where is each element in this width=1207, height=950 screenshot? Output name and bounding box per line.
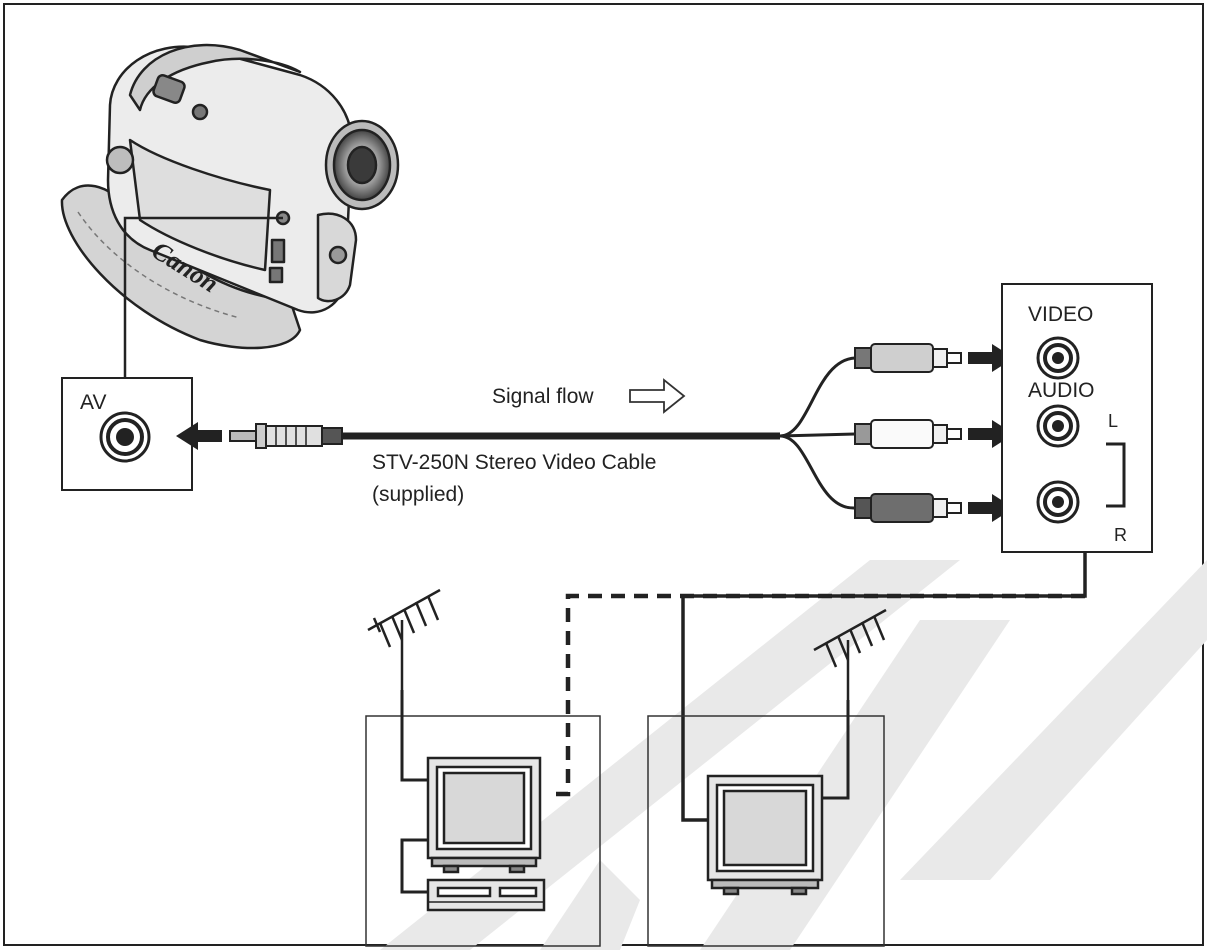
av-terminal-label: AV [80, 391, 107, 414]
vcr-icon [426, 878, 546, 912]
tv-with-vcr-icon [426, 756, 542, 874]
tv-setup-box [647, 715, 885, 947]
rca-plug-audio-right-icon [854, 493, 962, 523]
vcr-setup-box [365, 715, 601, 947]
tv-icon [706, 774, 824, 896]
antenna-cable [400, 690, 428, 782]
input-arrow-icon [176, 422, 222, 450]
cable-note-label: (supplied) [372, 483, 465, 506]
antenna-icon [813, 608, 887, 700]
rca-plug-audio-left-icon [854, 419, 962, 449]
audio-right-jack-icon [1036, 480, 1080, 524]
video-input-label: VIDEO [1028, 303, 1094, 326]
audio-left-jack-icon [1036, 404, 1080, 448]
signal-flow-label: Signal flow [492, 385, 594, 408]
cable-split [779, 356, 856, 510]
cable-name-label: STV-250N Stereo Video Cable [372, 451, 657, 474]
stereo-bracket [1106, 442, 1126, 508]
tv-to-vcr-cable [400, 838, 428, 894]
audio-left-label: L [1108, 411, 1119, 431]
av-leader-line [123, 216, 283, 378]
antenna-icon [367, 588, 441, 690]
hollow-arrow-right-icon [629, 378, 686, 414]
camcorder-icon [60, 43, 400, 350]
mini-plug-icon [229, 423, 343, 449]
audio-input-label: AUDIO [1028, 379, 1095, 402]
antenna-cable [822, 700, 850, 800]
rca-plug-video-icon [854, 343, 962, 373]
video-jack-icon [1036, 336, 1080, 380]
av-jack-icon [99, 411, 151, 463]
audio-right-label: R [1114, 525, 1127, 545]
vcr-connection-line [548, 593, 1085, 797]
